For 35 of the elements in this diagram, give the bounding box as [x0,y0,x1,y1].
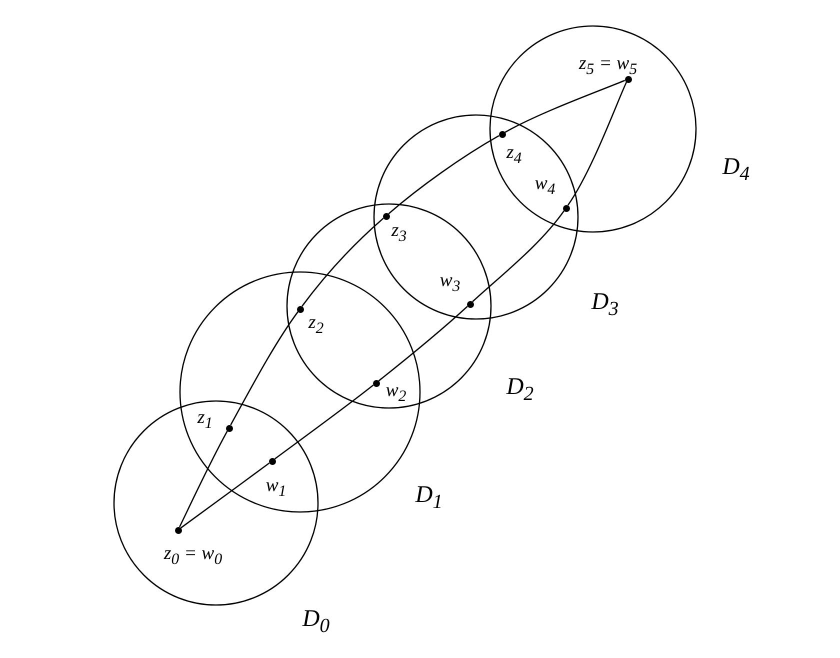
curve-segment [504,80,626,133]
disk-label: D$_{4}$ [722,154,750,186]
disk-label: D$_{1}$ [415,482,443,514]
point-label: z$_{2}$ [308,312,324,338]
point-dot [624,76,632,82]
point-label: w$_{3}$ [440,270,460,296]
point-label: z$_{4}$ [506,142,522,168]
curve-segment [388,135,500,214]
point-label: z$_{5}$ = w$_{5}$ [578,53,638,79]
point-dot [226,424,232,432]
curve-segment [302,218,384,307]
point-label: z$_{1}$ [197,407,213,433]
point-dot [498,130,506,138]
disk-label: D$_{3}$ [591,289,619,321]
curve-segment [274,384,374,460]
point-dot [466,300,474,308]
curve-segment [567,82,628,206]
point-label: w$_{2}$ [386,380,406,406]
curve-segment [378,306,468,382]
curve-segment [230,311,298,426]
point-dot [174,526,182,534]
point-label: w$_{1}$ [266,475,286,501]
disk-label: D$_{2}$ [506,374,534,406]
curve-segment [178,430,228,528]
point-dot [562,204,570,212]
curve-segment [180,462,270,528]
point-label: w$_{4}$ [534,173,556,199]
point-dot [268,458,276,464]
point-dot [382,212,390,220]
curve-segment [472,210,565,302]
point-label: z$_{3}$ [391,220,407,246]
point-dot [296,306,304,312]
point-label: z$_{0}$ = w$_{0}$ [164,543,222,569]
disk-label: D$_{0}$ [302,606,330,638]
point-dot [372,380,380,386]
